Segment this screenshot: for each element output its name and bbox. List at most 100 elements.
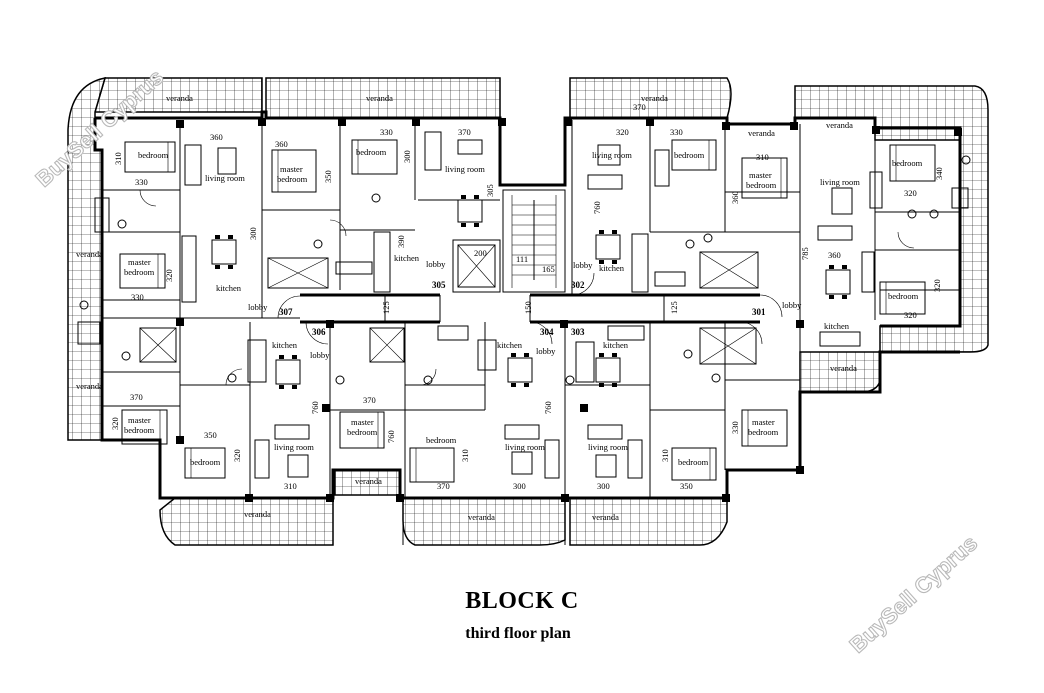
label-veranda: veranda: [76, 249, 103, 259]
label-kitchen: kitchen: [497, 340, 523, 350]
dimension: 350: [204, 430, 217, 440]
dimension: 300: [248, 227, 258, 240]
dimension: 360: [730, 191, 740, 204]
label-bedroom: bedroom: [892, 158, 923, 168]
label-master-bedroom: bedroom: [124, 267, 155, 277]
label-master: master: [351, 417, 374, 427]
dimension: 320: [616, 127, 629, 137]
label-master-bedroom: bedroom: [347, 427, 378, 437]
dimension: 305: [485, 184, 495, 197]
label-living-room: living room: [205, 173, 245, 183]
label-kitchen: kitchen: [272, 340, 298, 350]
unit-number: 302: [571, 280, 585, 290]
label-living-room: living room: [820, 177, 860, 187]
label-master: master: [280, 164, 303, 174]
label-bedroom: bedroom: [678, 457, 709, 467]
label-kitchen: kitchen: [599, 263, 625, 273]
unit-number: 307: [279, 307, 293, 317]
unit-number: 301: [752, 307, 766, 317]
dimension: 125: [669, 301, 679, 314]
label-veranda: veranda: [366, 93, 393, 103]
dimension: 370: [363, 395, 376, 405]
dimension: 370: [130, 392, 143, 402]
furniture: [77, 131, 971, 483]
dimension: 760: [592, 201, 602, 214]
dimension: 370: [633, 102, 646, 112]
label-veranda: veranda: [826, 120, 853, 130]
dimension: 300: [597, 481, 610, 491]
label-master-bedroom: bedroom: [277, 174, 308, 184]
unit-number: 305: [432, 280, 446, 290]
label-bedroom: bedroom: [356, 147, 387, 157]
dimension: 760: [310, 401, 320, 414]
label-veranda: veranda: [166, 93, 193, 103]
label-lobby: lobby: [426, 259, 446, 269]
label-master: master: [128, 415, 151, 425]
label-bedroom: bedroom: [190, 457, 221, 467]
dimension: 310: [756, 152, 769, 162]
dimension: 360: [210, 132, 223, 142]
dimension: 320: [932, 279, 942, 292]
label-living-room: living room: [592, 150, 632, 160]
unit-number: 306: [312, 327, 326, 337]
label-master: master: [749, 170, 772, 180]
label-lobby: lobby: [536, 346, 556, 356]
dimension: 330: [135, 177, 148, 187]
label-bedroom: bedroom: [138, 150, 169, 160]
dimension-labels: 310 330 360 360 350 330 300 370 305 300 …: [110, 102, 944, 491]
dimension: 125: [381, 301, 391, 314]
label-kitchen: kitchen: [824, 321, 850, 331]
label-bedroom: bedroom: [426, 435, 457, 445]
unit-number: 304: [540, 327, 554, 337]
label-living-room: living room: [588, 442, 628, 452]
dimension: 310: [284, 481, 297, 491]
dimension: 370: [458, 127, 471, 137]
label-veranda: veranda: [76, 381, 103, 391]
label-lobby: lobby: [310, 350, 330, 360]
dimension: 150: [523, 301, 533, 314]
unit-number: 303: [571, 327, 585, 337]
label-lobby: lobby: [248, 302, 268, 312]
label-kitchen: kitchen: [603, 340, 629, 350]
label-master-bedroom: bedroom: [746, 180, 777, 190]
unit-numbers: 301 302 303 304 305 306 307: [279, 280, 766, 337]
label-living-room: living room: [445, 164, 485, 174]
dimension: 320: [904, 310, 917, 320]
plan-title: BLOCK C: [465, 588, 579, 614]
label-master: master: [752, 417, 775, 427]
dimension: 360: [275, 139, 288, 149]
dimension: 350: [680, 481, 693, 491]
dimension: 330: [380, 127, 393, 137]
structural-pillars: [176, 118, 962, 502]
dimension: 300: [513, 481, 526, 491]
dimension: 320: [232, 449, 242, 462]
dimension: 350: [323, 170, 333, 183]
dimension: 785: [800, 247, 810, 260]
label-living-room: living room: [274, 442, 314, 452]
dimension: 165: [542, 264, 555, 274]
dimension: 320: [904, 188, 917, 198]
label-master-bedroom: bedroom: [748, 427, 779, 437]
dimension: 330: [730, 421, 740, 434]
dimension: 300: [402, 150, 412, 163]
label-living-room: living room: [505, 442, 545, 452]
room-labels: veranda veranda veranda veranda veranda …: [76, 93, 923, 522]
label-veranda: veranda: [830, 363, 857, 373]
dimension: 760: [543, 401, 553, 414]
dimension: 320: [164, 269, 174, 282]
label-veranda: veranda: [355, 476, 382, 486]
dimension: 390: [396, 235, 406, 248]
label-veranda: veranda: [244, 509, 271, 519]
label-veranda: veranda: [592, 512, 619, 522]
label-lobby: lobby: [573, 260, 593, 270]
label-bedroom: bedroom: [888, 291, 919, 301]
dimension: 360: [828, 250, 841, 260]
dimension: 760: [386, 430, 396, 443]
dimension: 310: [460, 449, 470, 462]
dimension: 370: [437, 481, 450, 491]
dimension: 200: [474, 248, 487, 258]
dimension: 320: [110, 417, 120, 430]
dimension: 340: [934, 167, 944, 180]
label-master: master: [128, 257, 151, 267]
